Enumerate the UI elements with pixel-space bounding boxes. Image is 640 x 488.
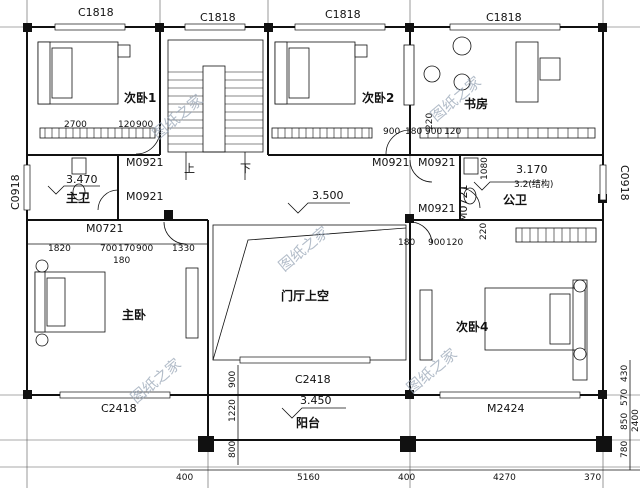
window-label-left: C0918 [9, 174, 22, 210]
dim-mid-a: 1820 [48, 244, 71, 254]
window-label-top4: C1818 [486, 11, 522, 24]
door-label-balcony: M2424 [487, 402, 525, 415]
door-label-1: M0921 [126, 156, 164, 169]
dim-vert-j: 780 [620, 441, 630, 458]
door-label-4: M0921 [418, 156, 456, 169]
dim-top-c: 900 [136, 120, 153, 130]
stair-down-label: 下 [240, 162, 251, 175]
bath-fixtures [71, 157, 479, 205]
dim-top-a: 2700 [64, 120, 87, 130]
room-label-master-bath: 主卫 [66, 190, 90, 205]
window-label-mid-bottom: C2418 [295, 373, 331, 386]
bed-bedroom4 [484, 279, 587, 361]
dim-top-b: 120 [118, 120, 135, 130]
bed-master [34, 259, 106, 347]
dim-bottom-c: 400 [398, 473, 415, 483]
dim-top-f: 900 [425, 127, 442, 137]
room-label-study: 书房 [464, 96, 488, 111]
dim-top-e: 180 [405, 127, 422, 137]
watermark-3: 图纸之家 [275, 223, 333, 275]
room-label-bedroom4: 次卧4 [456, 319, 488, 334]
door-swings [97, 129, 481, 245]
window-label-bottom-left: C2418 [101, 402, 137, 415]
dim-vert-b: 1220 [228, 399, 238, 422]
room-label-public-bath: 公卫 [503, 193, 527, 207]
door-label-7: M0721 [457, 185, 470, 223]
elevation-master-bath: 3.470 [66, 173, 98, 186]
elevation-balcony: 3.450 [300, 394, 332, 407]
dim-mid-f: 180 [113, 256, 130, 266]
study-furniture [423, 36, 561, 103]
stair-up-label: 上 [184, 162, 195, 175]
dim-vert-a: 900 [228, 371, 238, 388]
watermark-4: 图纸之家 [127, 355, 185, 407]
wardrobe-hatching [44, 128, 589, 242]
dim-bottom-b: 5160 [297, 473, 320, 483]
dim-top-g: 120 [444, 127, 461, 137]
dim-mid-c: 170 [118, 244, 135, 254]
room-label-bedroom2: 次卧2 [362, 90, 394, 105]
window-label-top1: C1818 [78, 6, 114, 19]
door-label-3: M0921 [372, 156, 410, 169]
elevation-public-bath-note: 3.2(结构) [514, 178, 553, 190]
watermark-1: 图纸之家 [149, 91, 207, 143]
door-label-6: M0721 [86, 222, 124, 235]
dim-mid-h: 900 [428, 238, 445, 248]
room-label-void: 门厅上空 [281, 288, 329, 303]
elevation-marks [47, 181, 540, 419]
dim-mid-d: 900 [136, 244, 153, 254]
dim-vert-k: 2400 [631, 409, 640, 432]
dim-bottom-d: 4270 [493, 473, 516, 483]
dim-vert-f: 220 [425, 113, 435, 130]
dim-vert-g: 430 [620, 365, 630, 382]
elevation-hall: 3.500 [312, 189, 344, 202]
dim-mid-i: 120 [446, 238, 463, 248]
window-label-top2: C1818 [200, 11, 236, 24]
door-label-2: M0921 [126, 190, 164, 203]
elevation-public-bath: 3.170 [516, 163, 548, 176]
bed-bedroom1 [37, 41, 131, 105]
dim-mid-b: 700 [100, 244, 117, 254]
window-label-right: C0918 [618, 165, 631, 201]
dim-vert-h: 570 [620, 389, 630, 406]
room-label-bedroom1: 次卧1 [124, 90, 156, 105]
bed-bedroom2 [274, 41, 368, 105]
dim-mid-g: 180 [398, 238, 415, 248]
dim-bottom-e: 370 [584, 473, 601, 483]
dim-mid-e: 1330 [172, 244, 195, 254]
room-label-balcony: 阳台 [296, 415, 320, 430]
dim-vert-c: 800 [228, 441, 238, 458]
window-label-top3: C1818 [325, 8, 361, 21]
dim-bottom-a: 400 [176, 473, 193, 483]
dim-vert-i: 850 [620, 413, 630, 430]
room-label-master-bedroom: 主卧 [122, 307, 146, 322]
door-label-5: M0921 [418, 202, 456, 215]
top-windows [23, 23, 607, 399]
dim-vert-d: 1080 [480, 157, 490, 180]
dim-vert-e: 220 [479, 223, 489, 240]
dim-top-d: 900 [383, 127, 400, 137]
stair [167, 39, 264, 180]
